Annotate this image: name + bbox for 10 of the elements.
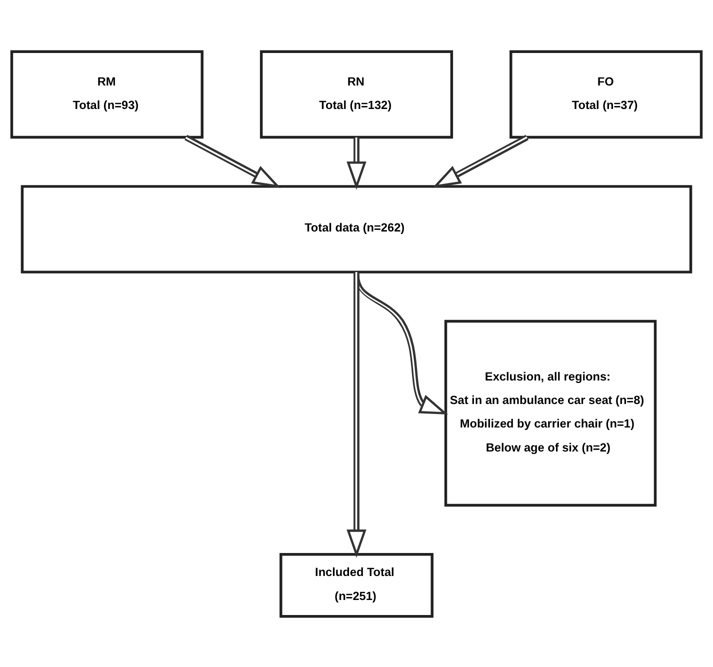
node-box: Included Total (n=251): [280, 552, 434, 618]
arrow: [346, 136, 366, 190]
arrow: [432, 134, 528, 188]
node-box: FO Total (n=37): [510, 50, 703, 138]
node-box: RN Total (n=132): [260, 50, 454, 138]
node-box: RM Total (n=93): [10, 50, 204, 138]
arrow: [184, 134, 281, 188]
node-box: Total data (n=262): [20, 184, 692, 273]
node-box: Exclusion, all regions: Sat in an ambulance car seat (n=8) Mobilized by carrier chair (n=1) Below age of six (n=2): [444, 319, 657, 506]
arrow: [346, 272, 366, 558]
